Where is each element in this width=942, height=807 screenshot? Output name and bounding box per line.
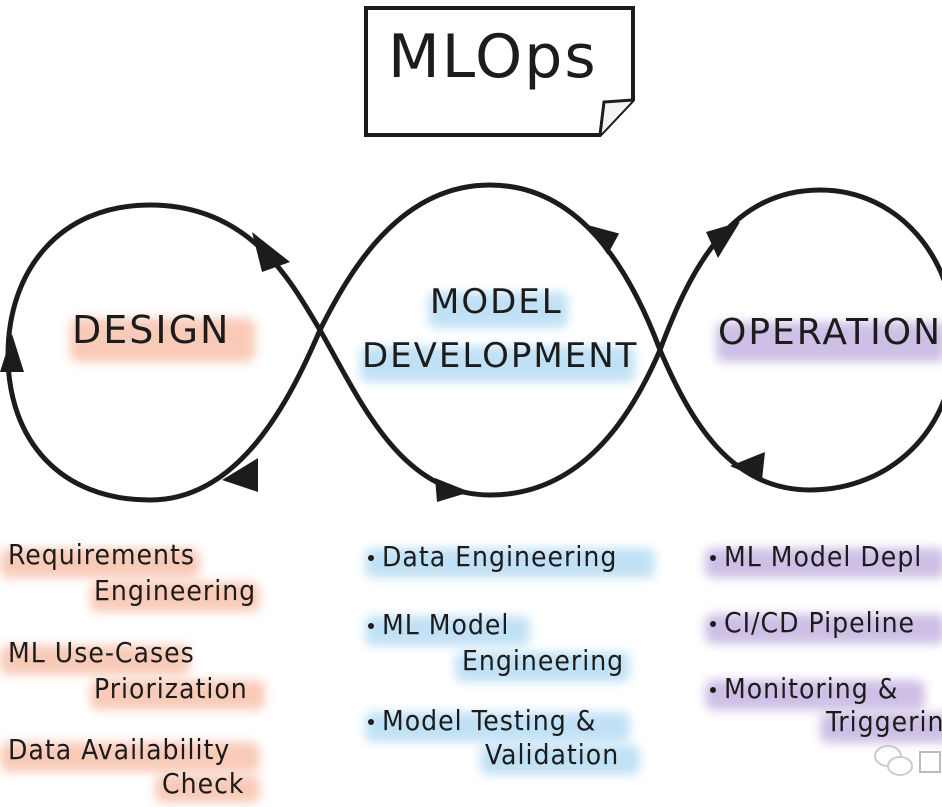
bullet-icon [368, 719, 374, 725]
development-item-3-line1: Model Testing & [368, 704, 596, 738]
operations-item-1: ML Model Depl [710, 540, 922, 574]
design-item-3-line2: Check [162, 767, 245, 800]
development-item-1: Data Engineering [368, 540, 617, 574]
bullet-icon [710, 687, 716, 693]
operations-item-1-text: ML Model Depl [724, 540, 923, 573]
arrow-icon [730, 452, 765, 480]
bullet-icon [710, 555, 716, 561]
phase-design-label: DESIGN [72, 308, 231, 352]
development-item-3-text: Model Testing & [382, 704, 597, 737]
phase-model-label: MODEL [430, 282, 563, 322]
development-item-2-line2: Engineering [462, 644, 625, 677]
arrow-icon [587, 224, 620, 255]
design-item-3-line1: Data Availability [8, 733, 231, 766]
chat-watermark-icon [874, 745, 941, 776]
operations-item-3-line2: Triggerin [826, 705, 942, 738]
page-title: MLOps [388, 22, 598, 92]
arrow-icon [252, 232, 290, 272]
arrow-icon [435, 478, 470, 502]
operations-item-3-text: Monitoring & [724, 672, 899, 705]
infinity-loop-path [5, 182, 942, 503]
development-item-3-line2: Validation [485, 738, 620, 771]
arrow-icon [222, 458, 258, 492]
arrow-icon [0, 334, 24, 372]
bullet-icon [710, 621, 716, 627]
phase-development-label: DEVELOPMENT [362, 336, 639, 376]
development-item-1-text: Data Engineering [382, 540, 618, 573]
design-item-2-line1: ML Use-Cases [8, 636, 195, 669]
operations-item-3-line1: Monitoring & [710, 672, 898, 706]
arrow-icon [706, 222, 740, 258]
operations-item-2: CI/CD Pipeline [710, 606, 915, 640]
design-item-1-line1: Requirements [8, 538, 195, 571]
bullet-icon [368, 623, 374, 629]
flow-arrows [0, 222, 765, 502]
bullet-icon [368, 555, 374, 561]
design-item-1-line2: Engineering [94, 574, 257, 607]
operations-item-2-text: CI/CD Pipeline [724, 606, 916, 639]
design-item-2-line2: Priorization [94, 672, 248, 705]
development-item-2-text: ML Model [382, 608, 510, 641]
phase-operations-label: OPERATIONS [718, 312, 942, 353]
development-item-2-line1: ML Model [368, 608, 509, 642]
title-note-box [364, 6, 635, 137]
